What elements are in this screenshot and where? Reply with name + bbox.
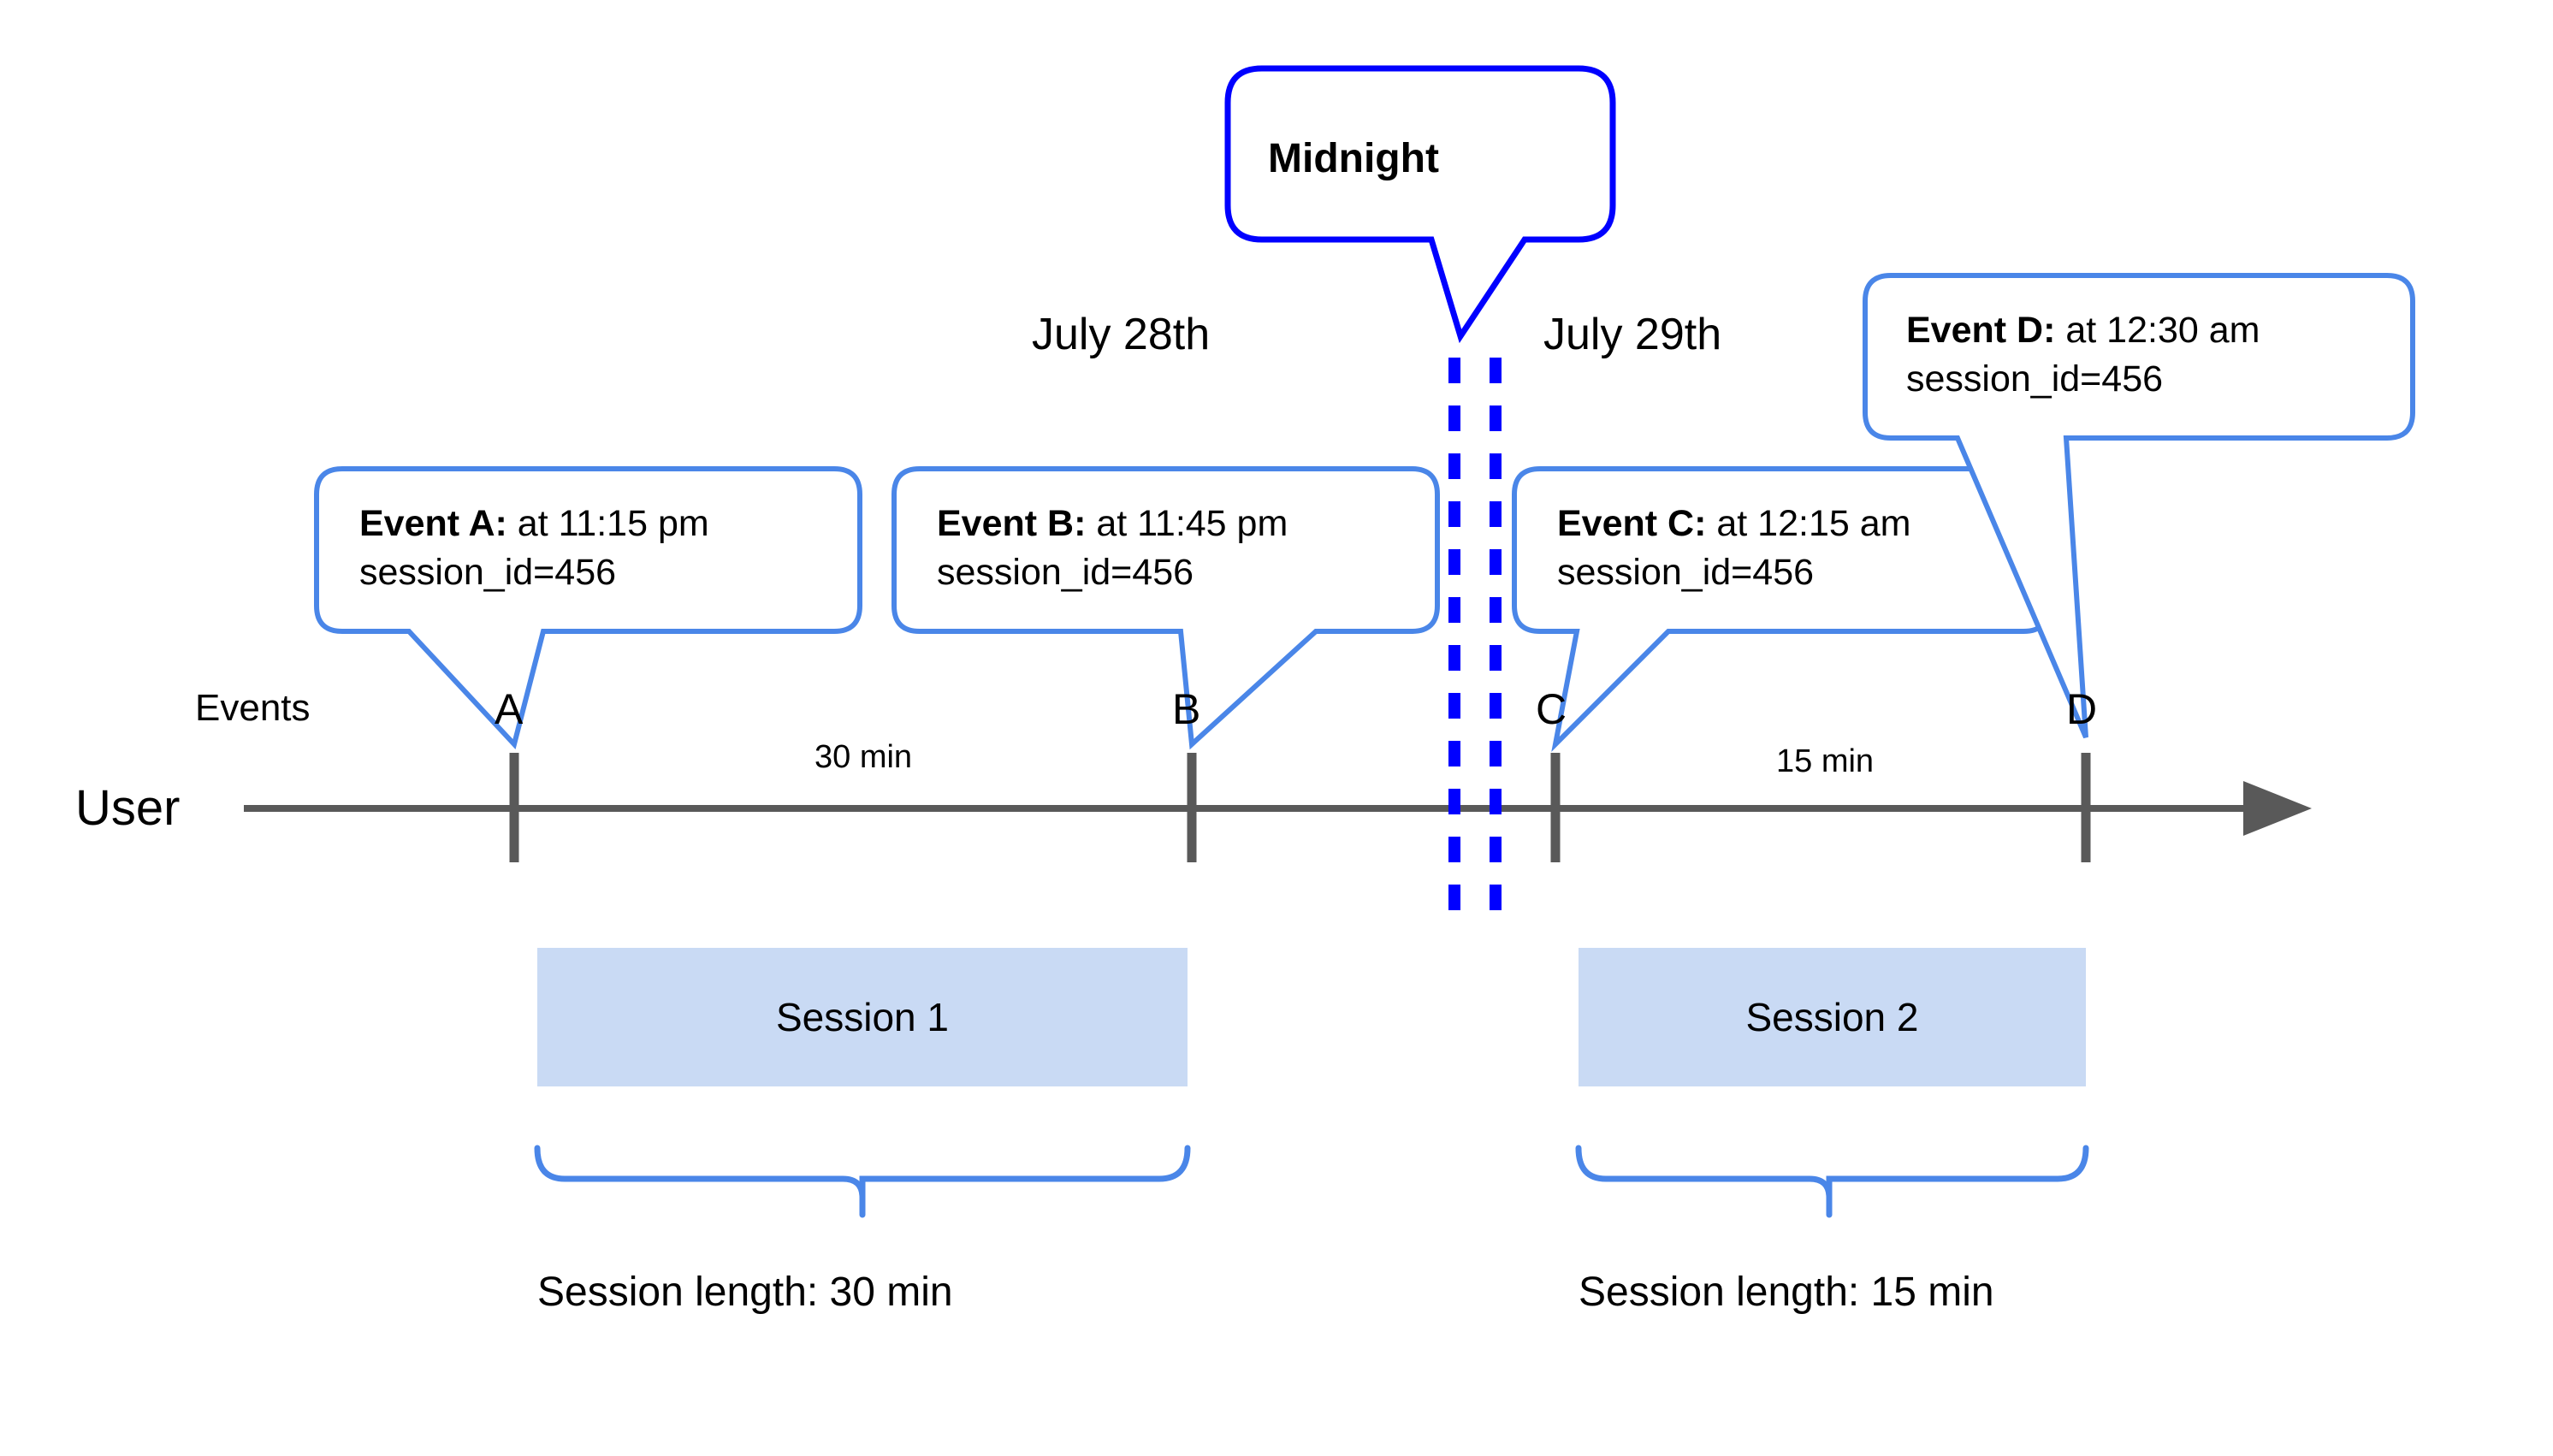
session-box-1-label: Session 1 xyxy=(775,995,949,1039)
event-d-callout-text: Event D: at 12:30 am session_id=456 xyxy=(1906,306,2260,404)
event-b-callout-shape xyxy=(891,466,1440,750)
event-b-callout-text: Event B: at 11:45 pm session_id=456 xyxy=(937,500,1288,597)
event-a-detail-label: at 11:15 pm xyxy=(506,503,709,544)
event-d-detail-label: at 12:30 am xyxy=(2055,310,2260,351)
row-label-user: User xyxy=(75,780,181,836)
session-length-label-1: Session length: 30 min xyxy=(537,1270,953,1315)
event-marker-label-a: A xyxy=(495,685,524,733)
row-label-events: Events xyxy=(195,687,311,729)
event-a-callout-text: Event A: at 11:15 pm session_id=456 xyxy=(359,500,709,597)
date-label-july-28: July 28th xyxy=(1032,310,1211,359)
midnight-callout-label: Midnight xyxy=(1268,136,1439,181)
event-b-bold-label: Event B: xyxy=(937,503,1087,544)
event-marker-label-c: C xyxy=(1536,685,1567,733)
gap-label-15-min: 15 min xyxy=(1776,743,1875,779)
session-box-1: Session 1 xyxy=(537,948,1188,1086)
event-c-bold-label: Event C: xyxy=(1557,503,1707,544)
event-a-callout-shape xyxy=(314,466,862,750)
event-c-detail-label: at 12:15 am xyxy=(1706,503,1911,544)
date-label-july-29: July 29th xyxy=(1543,310,1722,359)
event-a-bold-label: Event A: xyxy=(359,503,507,544)
event-b-session-id: session_id=456 xyxy=(937,552,1194,594)
event-d-bold-label: Event D: xyxy=(1906,310,2056,351)
event-d-callout-shape xyxy=(1863,273,2415,739)
event-c-callout-text: Event C: at 12:15 am session_id=456 xyxy=(1557,500,1910,597)
event-b-detail-label: at 11:45 pm xyxy=(1086,503,1288,544)
event-marker-label-b: B xyxy=(1172,685,1201,733)
event-c-session-id: session_id=456 xyxy=(1557,552,1815,594)
event-a-session-id: session_id=456 xyxy=(359,552,617,594)
session-box-2-label: Session 2 xyxy=(1745,995,1919,1039)
midnight-callout-shape xyxy=(1224,65,1616,344)
session-length-label-2: Session length: 15 min xyxy=(1579,1270,1994,1315)
event-d-session-id: session_id=456 xyxy=(1906,358,2164,400)
event-marker-label-d: D xyxy=(2066,685,2098,733)
session-box-2: Session 2 xyxy=(1579,948,2086,1086)
gap-label-30-min: 30 min xyxy=(814,739,913,775)
